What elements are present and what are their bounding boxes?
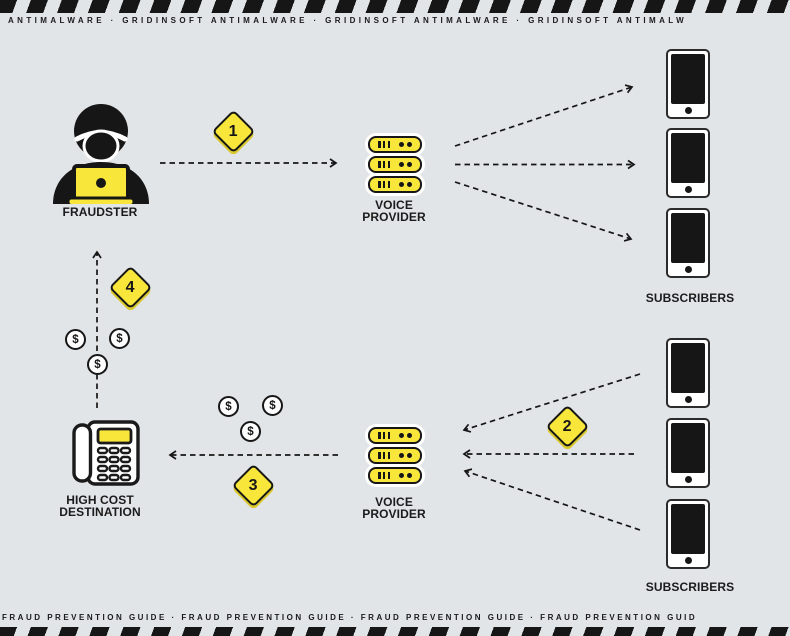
voice-provider-top-label-line2: PROVIDER [362,210,426,224]
dollar-coin-icon: $ [262,395,283,416]
server-ticks [378,452,391,459]
server-icon [368,176,422,193]
server-ticks [378,141,391,148]
server-icon [368,447,422,464]
dollar-sign: $ [269,399,276,412]
smartphone-icon [666,208,710,278]
fraudster-label-text: FRAUDSTER [62,205,138,219]
server-ticks [378,432,391,439]
smartphone-icon [666,418,710,488]
bottom-banner-text: FRAUD PREVENTION GUIDE · FRAUD PREVENTIO… [2,613,698,622]
server-icon [368,136,422,153]
fraudster-label: FRAUDSTER [40,206,160,218]
phone-screen [671,504,705,554]
dollar-sign: $ [225,400,232,413]
server-dots [398,142,412,148]
server-ticks [378,472,391,479]
phone-screen [671,343,705,393]
high-cost-destination-label: HIGH COST DESTINATION [40,494,160,518]
phone-home-button [684,107,692,114]
step-3-number: 3 [249,476,258,494]
subscribers-bottom-label-text: SUBSCRIBERS [645,580,735,594]
arrow-provider-to-subscriber-top3 [454,181,633,242]
server-dots [398,473,412,479]
step-1-number: 1 [229,122,238,140]
high-cost-destination-icon [72,420,140,486]
phone-home-button [684,557,692,564]
subscribers-top-label: SUBSCRIBERS [638,292,742,304]
voice-provider-top-icon [368,136,422,193]
dollar-sign: $ [116,332,123,345]
voice-provider-top-label-line1: VOICE [375,198,413,212]
smartphone-icon [666,49,710,119]
phone-home-button [684,476,692,483]
dollar-sign: $ [247,425,254,438]
dollar-coin-icon: $ [218,396,239,417]
voice-provider-bottom-label: VOICE PROVIDER [354,496,434,520]
phone-home-button [684,396,692,403]
dollar-coin-icon: $ [87,354,108,375]
fraudster-icon [53,104,149,204]
server-dots [398,182,412,188]
top-banner-text: ANTIMALWARE · GRIDINSOFT ANTIMALWARE · G… [8,16,688,25]
smartphone-icon [666,338,710,408]
server-ticks [378,161,391,168]
voice-provider-bottom-icon [368,427,422,484]
step-2-number: 2 [563,417,572,435]
server-dots [398,433,412,439]
phone-screen [671,423,705,473]
phone-screen [671,133,705,183]
server-ticks [378,181,391,188]
step-4-number: 4 [126,278,135,296]
voice-provider-bottom-label-line1: VOICE [375,495,413,509]
voice-provider-bottom-label-line2: PROVIDER [362,507,426,521]
arrow-step2-subscriber-to-provider3 [463,468,641,531]
hazard-stripes-bottom [0,627,790,636]
dollar-coin-icon: $ [65,329,86,350]
subscribers-bottom-label: SUBSCRIBERS [638,581,742,593]
high-cost-label-line1: HIGH COST [66,493,134,507]
high-cost-label-line2: DESTINATION [59,505,141,519]
arrow-provider-to-subscriber-top1 [454,84,634,147]
smartphone-icon [666,499,710,569]
voice-provider-top-label: VOICE PROVIDER [354,199,434,223]
hazard-stripes-top [0,0,790,13]
subscribers-top-label-text: SUBSCRIBERS [645,291,735,305]
server-icon [368,427,422,444]
smartphone-icon [666,128,710,198]
server-dots [398,162,412,168]
dollar-coin-icon: $ [240,421,261,442]
server-icon [368,467,422,484]
arrow-step2-subscriber-to-provider1 [462,373,641,433]
dollar-coin-icon: $ [109,328,130,349]
phone-screen [671,54,705,104]
phone-home-button [684,266,692,273]
phone-home-button [684,186,692,193]
dollar-sign: $ [72,333,79,346]
server-icon [368,156,422,173]
dollar-sign: $ [94,358,101,371]
server-dots [398,453,412,459]
phone-screen [671,213,705,263]
